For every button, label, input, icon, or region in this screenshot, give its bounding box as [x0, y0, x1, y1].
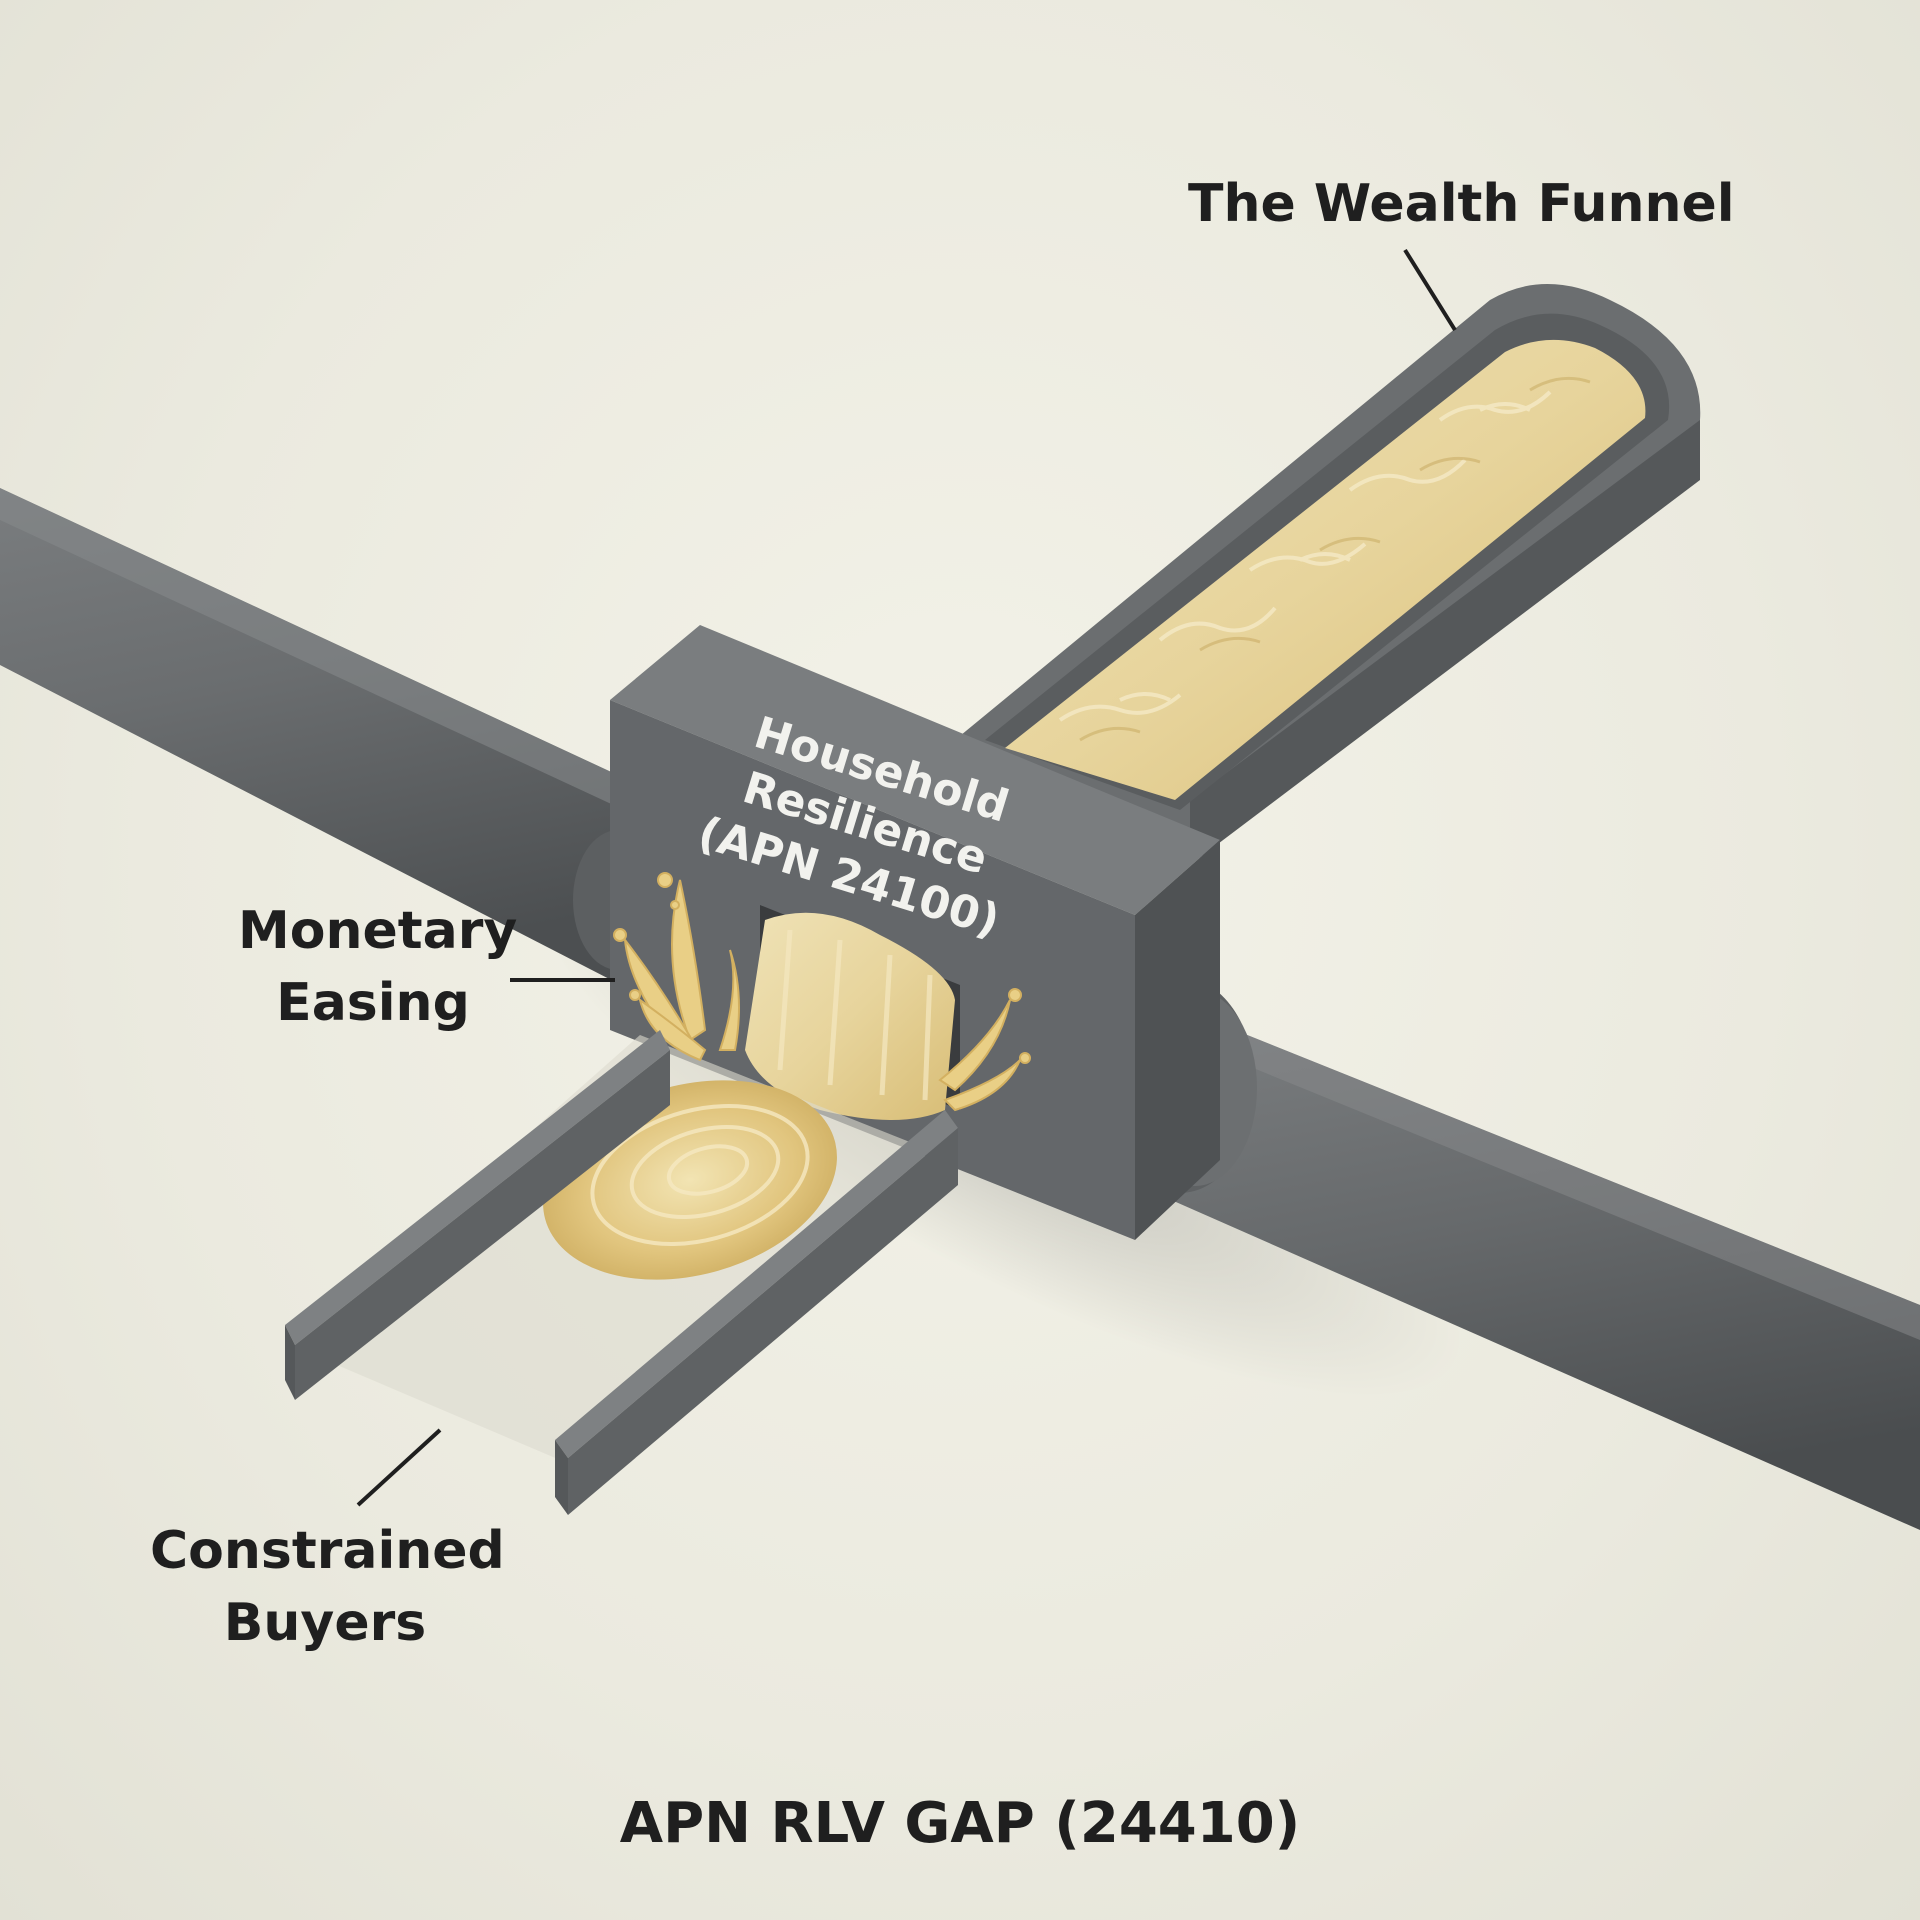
- liquid-shadows: [1079, 376, 1591, 742]
- wealth-funnel-label: The Wealth Funnel: [1188, 174, 1735, 234]
- pouring-liquid: [745, 912, 955, 1120]
- resilience-box-side: [1135, 840, 1220, 1240]
- liquid-ripples: [1058, 390, 1552, 722]
- constrained-buyers-label: Constrained Buyers: [150, 1515, 505, 1659]
- wealth-funnel-liquid: [1005, 339, 1646, 800]
- puddle-ripples: [590, 1104, 810, 1246]
- buyers-channel-wall-left-face: [285, 1325, 295, 1400]
- buyers-channel-wall-left: [285, 1030, 670, 1345]
- liquid-splash: [613, 872, 1031, 1112]
- buyers-channel-wall-right-side: [568, 1128, 958, 1515]
- funnel-leader-line: [1403, 248, 1457, 332]
- main-pipe-right-highlight: [1160, 1000, 1920, 1340]
- buyers-channel-wall-left-side: [295, 1050, 670, 1400]
- constrained-buyers-line2: Buyers: [223, 1593, 427, 1653]
- buyers-leader-line: [356, 1428, 442, 1507]
- monetary-easing-label: Monetary Easing: [238, 895, 518, 1039]
- pour-streaks: [777, 929, 933, 1101]
- wealth-funnel-trough-side: [1190, 420, 1700, 865]
- constrained-buyers-line1: Constrained: [150, 1521, 505, 1581]
- buyers-channel-wall-right-face: [555, 1440, 568, 1515]
- buyers-channel-wall-right: [555, 1110, 958, 1458]
- resilience-box-top: [610, 625, 1220, 915]
- main-pipe-right: [1160, 1000, 1920, 1530]
- main-pipe-left-highlight: [0, 488, 650, 822]
- monetary-easing-line1: Monetary: [238, 901, 518, 961]
- main-pipe-left: [0, 488, 650, 1000]
- footer-caption: APN RLV GAP (24410): [619, 1791, 1301, 1856]
- monetary-easing-line2: Easing: [276, 973, 470, 1033]
